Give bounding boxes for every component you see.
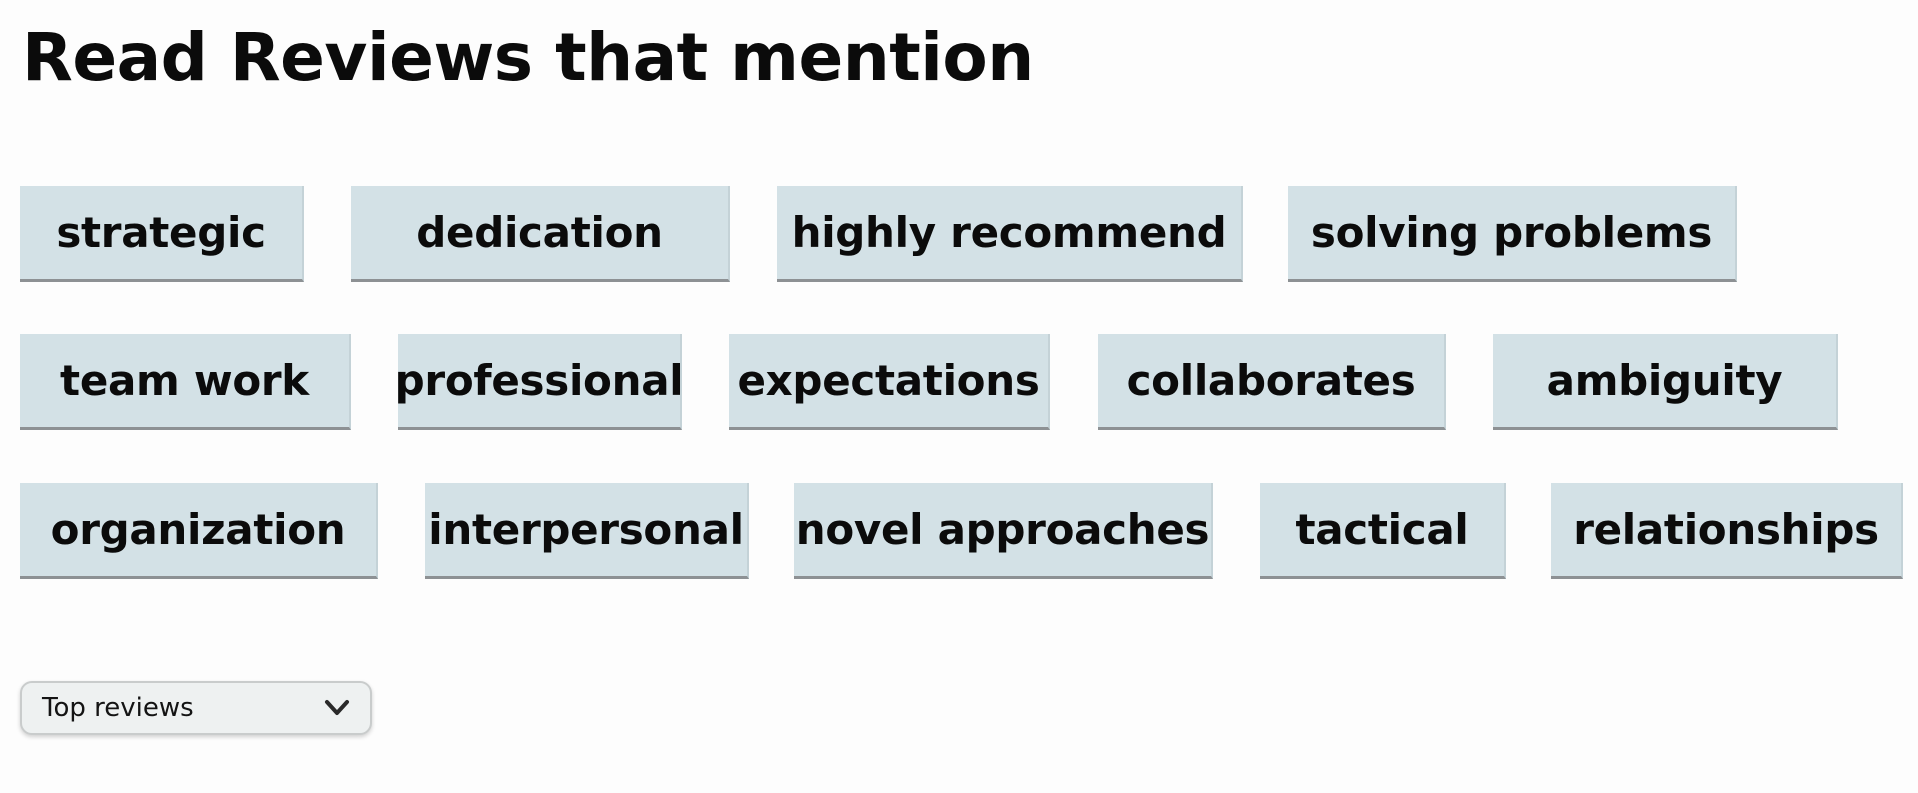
sort-selected-value: Top reviews xyxy=(42,693,194,723)
tag-chip-professional[interactable]: professional xyxy=(398,334,682,430)
tag-chip-tactical[interactable]: tactical xyxy=(1260,483,1506,579)
tag-chip-team-work[interactable]: team work xyxy=(20,334,351,430)
tag-chip-label: collaborates xyxy=(1126,356,1416,405)
tag-chip-label: strategic xyxy=(56,208,266,257)
tag-chip-ambiguity[interactable]: ambiguity xyxy=(1493,334,1838,430)
tag-chip-highly-recommend[interactable]: highly recommend xyxy=(777,186,1243,282)
page-title: Read Reviews that mention xyxy=(22,19,1034,96)
tag-chip-label: expectations xyxy=(737,356,1040,405)
tag-chip-organization[interactable]: organization xyxy=(20,483,378,579)
chevron-down-icon xyxy=(325,700,349,715)
tag-chip-novel-approaches[interactable]: novel approaches xyxy=(794,483,1213,579)
tag-chip-relationships[interactable]: relationships xyxy=(1551,483,1903,579)
tag-chip-interpersonal[interactable]: interpersonal xyxy=(425,483,749,579)
tag-chip-label: team work xyxy=(60,356,309,405)
sort-reviews-select[interactable]: Top reviews xyxy=(20,681,372,735)
tag-chip-label: solving problems xyxy=(1310,208,1713,257)
tag-chip-label: ambiguity xyxy=(1546,356,1783,405)
tag-chip-label: highly recommend xyxy=(791,208,1227,257)
tag-chip-label: organization xyxy=(50,505,346,554)
tag-chip-label: dedication xyxy=(416,208,663,257)
tag-chip-expectations[interactable]: expectations xyxy=(729,334,1050,430)
tag-chip-label: tactical xyxy=(1295,505,1469,554)
tag-chip-collaborates[interactable]: collaborates xyxy=(1098,334,1446,430)
tag-chip-label: interpersonal xyxy=(428,505,744,554)
tag-chip-label: relationships xyxy=(1573,505,1879,554)
tag-chip-solving-problems[interactable]: solving problems xyxy=(1288,186,1737,282)
tag-chip-dedication[interactable]: dedication xyxy=(351,186,730,282)
tag-chip-label: professional xyxy=(398,356,682,405)
tag-chip-label: novel approaches xyxy=(795,505,1210,554)
tag-chip-strategic[interactable]: strategic xyxy=(20,186,304,282)
